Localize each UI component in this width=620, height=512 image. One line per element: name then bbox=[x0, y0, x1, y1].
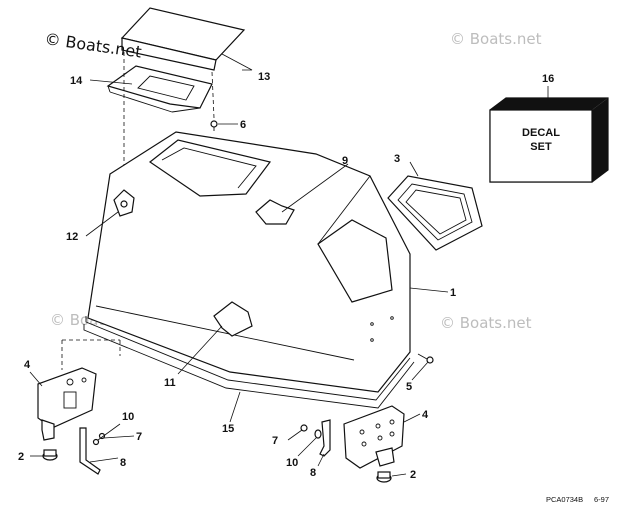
part-11-decal-patch bbox=[213, 301, 253, 337]
part-2-right-bushing bbox=[376, 471, 392, 483]
callout-5: 5 bbox=[406, 381, 412, 393]
part-8-right-strap bbox=[319, 419, 331, 457]
callout-16: 16 bbox=[542, 73, 554, 85]
part-14-seal-frame bbox=[106, 65, 213, 113]
callout-10-left: 10 bbox=[122, 411, 134, 423]
part-4-right-bracket bbox=[343, 405, 405, 469]
part-12-latch bbox=[113, 189, 135, 217]
callout-2-left: 2 bbox=[18, 451, 24, 463]
callout-13: 13 bbox=[258, 71, 270, 83]
callout-3: 3 bbox=[394, 153, 400, 165]
decal-label-line2: SET bbox=[530, 141, 552, 153]
leader-lines bbox=[29, 53, 549, 477]
part-13-cover-lid bbox=[120, 7, 246, 71]
part-10-left-washer bbox=[92, 438, 100, 446]
alignment-line-right bbox=[211, 71, 215, 119]
callout-11: 11 bbox=[164, 377, 176, 389]
part-1-main-cowl bbox=[87, 131, 411, 393]
callout-8-left: 8 bbox=[120, 457, 126, 469]
part-9-decal-patch bbox=[255, 199, 295, 225]
callout-6: 6 bbox=[240, 119, 246, 131]
part-16-decal-set-box: DECAL SET bbox=[489, 97, 609, 183]
part-4-left-bracket bbox=[37, 367, 97, 441]
callout-2-right: 2 bbox=[410, 469, 416, 481]
callout-9: 9 bbox=[342, 155, 348, 167]
drawing-code: PCA0734B bbox=[546, 495, 583, 504]
callout-12: 12 bbox=[66, 231, 78, 243]
callout-15: 15 bbox=[222, 423, 234, 435]
callout-7-left: 7 bbox=[136, 431, 142, 443]
callout-8-right: 8 bbox=[310, 467, 316, 479]
drawing-date: 6-97 bbox=[594, 495, 609, 504]
callout-10-right: 10 bbox=[286, 457, 298, 469]
callout-4-left: 4 bbox=[24, 359, 31, 371]
part-5-screw bbox=[417, 353, 434, 364]
callout-1: 1 bbox=[450, 287, 456, 299]
part-10-right-washer bbox=[314, 429, 322, 439]
part-3-window-gasket bbox=[387, 175, 483, 251]
part-6-screw bbox=[210, 120, 218, 131]
callout-14: 14 bbox=[70, 75, 83, 87]
part-8-left-strap bbox=[79, 427, 101, 475]
callout-7-right: 7 bbox=[272, 435, 278, 447]
callout-4-right: 4 bbox=[422, 409, 429, 421]
part-2-left-bushing bbox=[42, 449, 58, 461]
watermark-mid-right: © Boats.net bbox=[440, 314, 532, 332]
part-7-right-screw bbox=[300, 424, 308, 432]
part-15-bottom-seal bbox=[83, 316, 415, 409]
watermark-top-right: © Boats.net bbox=[450, 30, 542, 48]
decal-label-line1: DECAL bbox=[522, 127, 560, 139]
part-7-left-screw bbox=[98, 432, 106, 440]
